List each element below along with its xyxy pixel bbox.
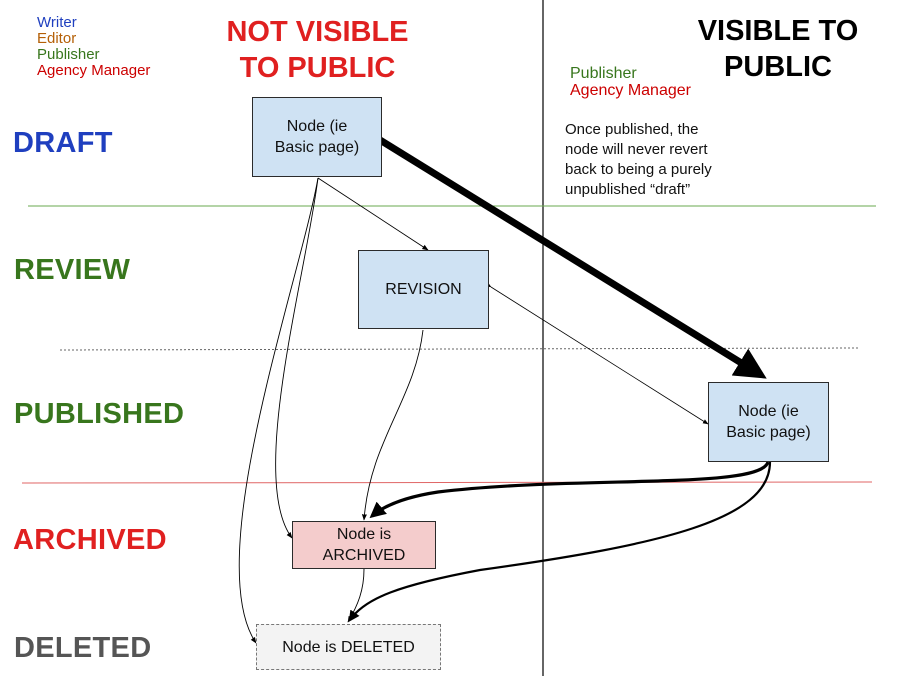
published-to-archived-arrow <box>369 461 770 519</box>
draft-to-deleted-arrow <box>238 177 319 644</box>
legend-publisher: Publisher <box>37 46 100 63</box>
draft-to-archived-arrow <box>275 177 319 539</box>
revision-node[interactable]: REVISION <box>358 250 489 329</box>
stage-draft: DRAFT <box>13 127 113 159</box>
review-published-separator <box>59 347 859 351</box>
legend-writer: Writer <box>37 14 77 31</box>
legend-editor: Editor <box>37 30 77 47</box>
revision-published-link <box>485 282 709 425</box>
draft-node[interactable]: Node (ie Basic page) <box>252 97 382 177</box>
deleted-node[interactable]: Node is DELETED <box>256 624 441 670</box>
stage-published: PUBLISHED <box>14 398 185 430</box>
publish-note: Once published, the node will never reve… <box>565 121 712 198</box>
revision-to-archived-arrow <box>361 329 424 521</box>
draft-to-revision-arrow <box>317 177 429 251</box>
published-to-deleted-arrow <box>348 461 772 622</box>
right-role-agency-manager: Agency Manager <box>570 82 691 99</box>
published-archived-separator <box>21 481 873 484</box>
stage-review: REVIEW <box>14 254 131 286</box>
stage-archived: ARCHIVED <box>13 524 167 556</box>
stage-deleted: DELETED <box>14 632 152 664</box>
published-node[interactable]: Node (ie Basic page) <box>708 382 829 462</box>
header-not-visible: NOT VISIBLE TO PUBLIC <box>226 16 409 84</box>
role-legend: Writer Editor Publisher Agency Manager <box>37 15 150 79</box>
legend-agency-manager: Agency Manager <box>37 62 151 79</box>
published-roles: Publisher Agency Manager <box>570 65 691 99</box>
header-visible: VISIBLE TO PUBLIC <box>697 15 859 83</box>
archived-node[interactable]: Node is ARCHIVED <box>292 521 436 569</box>
right-role-publisher: Publisher <box>570 65 637 82</box>
